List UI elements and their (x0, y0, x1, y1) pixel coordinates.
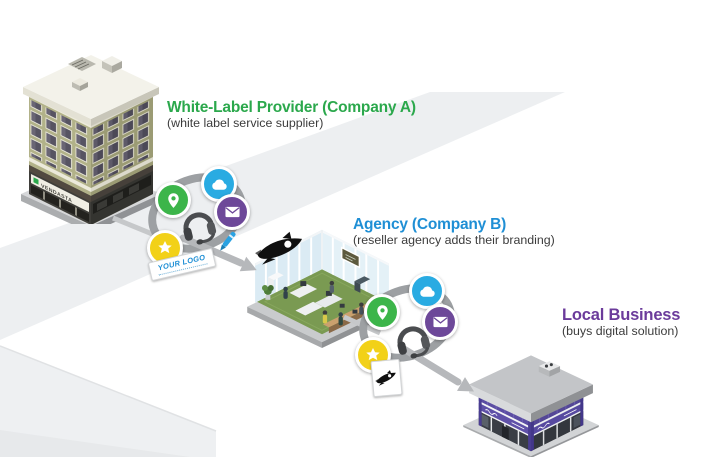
roof-unit-large (102, 56, 122, 73)
store-banner-script (485, 409, 525, 430)
store-roof (469, 355, 593, 423)
office-plant (261, 285, 274, 300)
building-roof (23, 55, 159, 126)
flow-agency-to-local (330, 265, 500, 410)
agency-rocket-brand-card (370, 358, 403, 398)
provider-subtitle: (white label service supplier) (167, 116, 324, 131)
provider-building-illustration: VENDASTA (21, 55, 161, 224)
location-pin-icon (376, 304, 388, 320)
rocket-icon (374, 369, 399, 387)
agency-office-illustration (247, 229, 397, 349)
headset-icon (183, 212, 217, 245)
local-business-label: Local Business (buys digital solution) (562, 306, 680, 339)
building-right-wall (91, 94, 153, 224)
store-left-face (478, 390, 531, 452)
local-business-subtitle: (buys digital solution) (562, 324, 679, 339)
local-business-illustration (463, 355, 599, 457)
location-pin-icon (167, 192, 179, 208)
roof-vent-grill (68, 57, 96, 71)
email-icon (224, 206, 240, 218)
store-roof-unit (538, 361, 561, 377)
office-glass-wall-right (322, 229, 389, 303)
store-right-face (531, 390, 584, 452)
local-business-title: Local Business (562, 306, 681, 324)
office-people (283, 280, 364, 326)
star-icon (158, 241, 172, 254)
flow1-arrow-head (239, 256, 257, 272)
store-banner-script (537, 409, 577, 430)
provider-title: White-Label Provider (Company A) (167, 99, 416, 116)
star-icon (366, 348, 380, 361)
provider-label: White-Label Provider (Company A) (white … (167, 99, 416, 131)
agency-label: Agency (Company B) (reseller agency adds… (353, 216, 555, 248)
cloud-icon (211, 178, 227, 190)
agency-subtitle: (reseller agency adds their branding) (353, 233, 555, 248)
cloud-icon (419, 285, 435, 297)
flow-provider-to-agency: YOUR LOGO (105, 150, 275, 295)
headset-icon (397, 326, 431, 359)
store-door (501, 425, 509, 441)
roof-unit-small (72, 78, 88, 91)
location-pin-badge (155, 182, 191, 218)
store-banner (478, 402, 531, 436)
location-pin-badge (364, 294, 400, 330)
email-badge (422, 304, 458, 340)
pen-icon (220, 231, 236, 251)
provider-sign-logo-square (33, 177, 39, 185)
agency-title: Agency (Company B) (353, 216, 507, 233)
cloud-badge (409, 273, 445, 309)
office-wall-frame (340, 246, 361, 269)
building-left-wall: VENDASTA (29, 93, 91, 224)
flow2-arrow-head (457, 377, 474, 392)
email-icon (432, 316, 448, 328)
email-badge (214, 194, 250, 230)
